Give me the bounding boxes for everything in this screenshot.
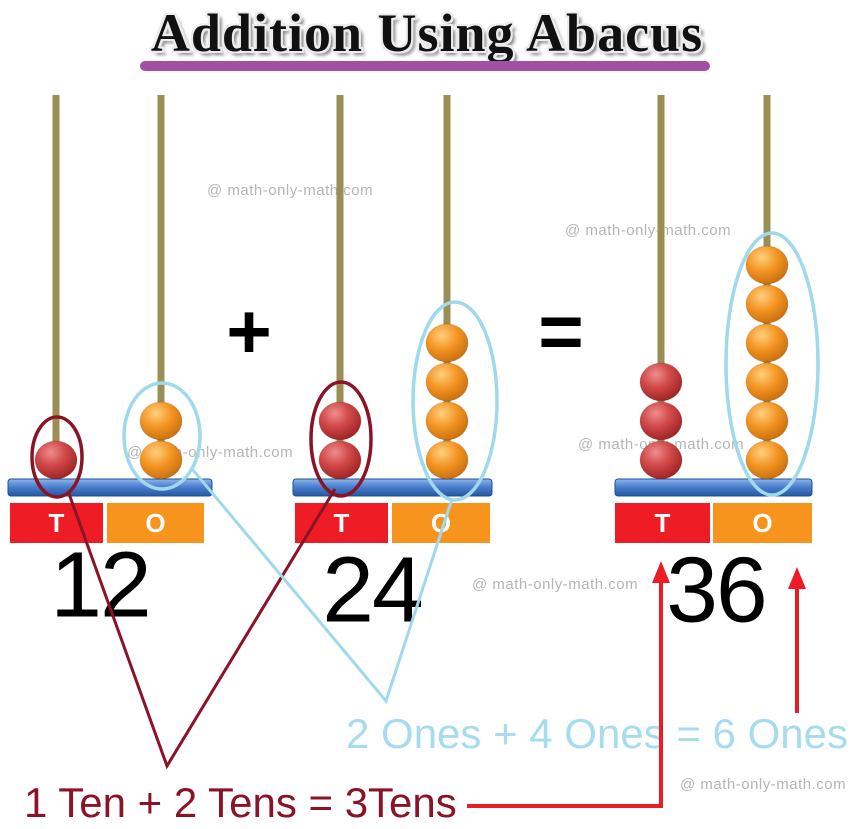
ones-bead-abacus-3 (745, 245, 789, 285)
title-underline (140, 61, 710, 71)
ones-bead-abacus-3 (745, 284, 789, 324)
tens-bead-abacus-3 (639, 401, 683, 441)
plus-operator: + (226, 287, 272, 375)
base-bar-abacus-3 (614, 478, 813, 497)
watermark-text: @ math-only-math.com (680, 776, 847, 793)
value-abacus-3: 36 (666, 537, 767, 642)
ones-bead-abacus-2 (425, 362, 469, 402)
page-title: Addition Using Abacus (150, 3, 704, 63)
ones-bead-abacus-2 (425, 440, 469, 480)
ones-bead-abacus-1 (139, 401, 183, 441)
tens-bead-abacus-1 (34, 440, 78, 480)
base-bar-abacus-2 (292, 478, 493, 497)
tens-label-box-abacus-3: T (615, 503, 710, 543)
tens-result-connector-line (467, 580, 663, 808)
ones-bead-abacus-3 (745, 323, 789, 363)
tens-bead-abacus-2 (318, 401, 362, 441)
ones-equation-text: 2 Ones + 4 Ones = 6 Ones (346, 710, 848, 757)
ones-bead-abacus-2 (425, 401, 469, 441)
watermark-text: @ math-only-math.com (207, 182, 374, 199)
tens-circle-abacus-2 (309, 380, 373, 498)
tens-bead-abacus-2 (318, 440, 362, 480)
ones-circle-abacus-2 (411, 300, 499, 502)
watermark-text: @ math-only-math.com (578, 436, 745, 453)
ones-circle-abacus-1 (122, 381, 202, 491)
watermark-text: @ math-only-math.com (472, 576, 639, 593)
watermark-text: @ math-only-math.com (127, 444, 294, 461)
base-bars (7, 478, 813, 497)
value-abacus-1: 12 (50, 532, 151, 637)
value-abacus-2: 24 (322, 537, 423, 642)
rods (52, 95, 771, 483)
ones-bead-abacus-3 (745, 440, 789, 480)
ones-circle-abacus-3 (724, 231, 820, 497)
watermark-text: @ math-only-math.com (565, 222, 732, 239)
ones-bead-abacus-3 (745, 401, 789, 441)
ones-result-arrowhead (788, 567, 806, 589)
ones-bead-abacus-2 (425, 323, 469, 363)
equals-operator: = (538, 287, 584, 375)
base-bar-abacus-1 (7, 478, 213, 497)
tens-equation-text: 1 Ten + 2 Tens = 3Tens (24, 779, 457, 826)
tens-circle-abacus-1 (30, 415, 84, 499)
tens-bead-abacus-3 (639, 362, 683, 402)
ones-bead-abacus-3 (745, 362, 789, 402)
ones-label-box-abacus-3: O (713, 503, 812, 543)
